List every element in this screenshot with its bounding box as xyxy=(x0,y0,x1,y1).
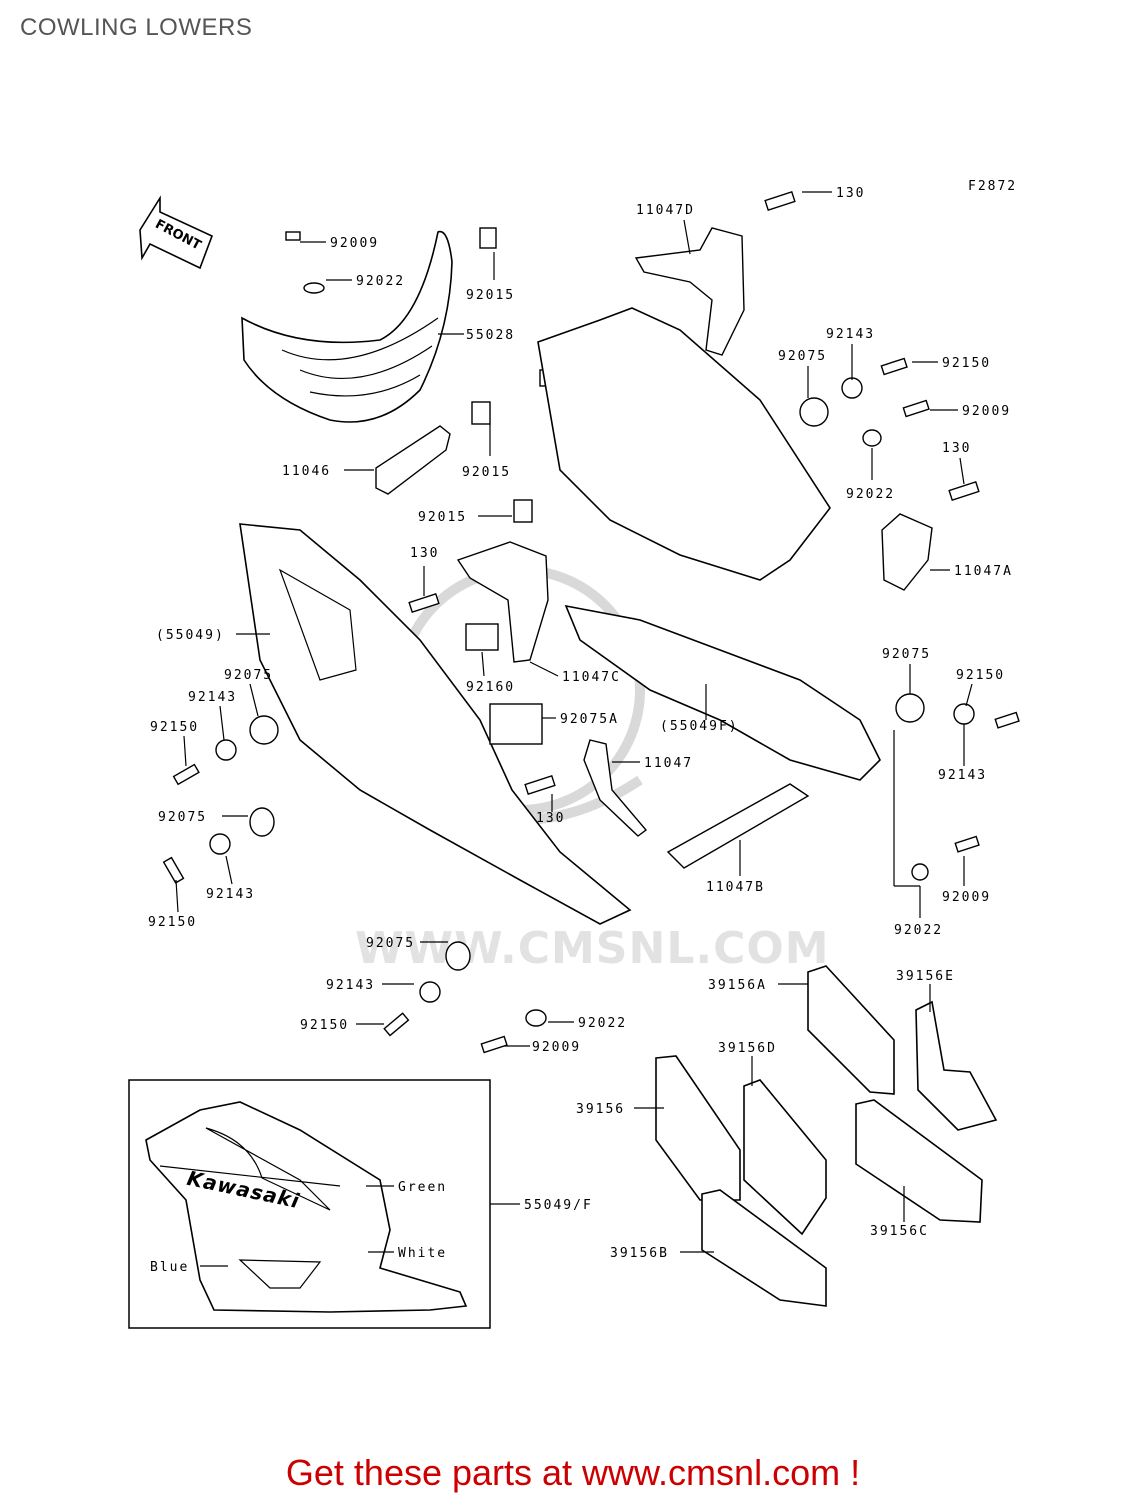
part-39156c-panel xyxy=(855,1099,983,1223)
label-130-top: 130 xyxy=(836,186,865,201)
label-92022-right: 92022 xyxy=(846,487,895,502)
part-39156b-panel xyxy=(701,1189,827,1307)
label-55049-paren: (55049) xyxy=(156,628,225,643)
label-92009-top: 92009 xyxy=(330,236,379,251)
label-55028: 55028 xyxy=(466,328,515,343)
label-55049-f: 55049/F xyxy=(524,1198,593,1213)
label-92015-c: 92015 xyxy=(418,510,467,525)
label-92075-l1: 92075 xyxy=(224,668,273,683)
label-11047d: 11047D xyxy=(636,203,695,218)
label-92015-a: 92015 xyxy=(466,288,515,303)
part-11047-bracket xyxy=(583,739,648,837)
label-39156e: 39156E xyxy=(896,969,955,984)
label-92150-b: 92150 xyxy=(300,1018,349,1033)
label-39156a: 39156A xyxy=(708,978,767,993)
label-39156c: 39156C xyxy=(870,1224,929,1239)
part-92015-clip-b xyxy=(471,401,491,425)
label-92022-r2: 92022 xyxy=(894,923,943,938)
part-11047b-bracket xyxy=(666,783,810,869)
label-92075a: 92075A xyxy=(560,712,619,727)
parts-diagram: WWW.CMSNL.COM F2872 FRONT xyxy=(128,179,1020,1329)
label-92075-tr: 92075 xyxy=(778,349,827,364)
label-11047: 11047 xyxy=(644,756,693,771)
part-11046-bracket xyxy=(375,425,451,495)
label-92160: 92160 xyxy=(466,680,515,695)
label-92150-tr: 92150 xyxy=(942,356,991,371)
label-39156b: 39156B xyxy=(610,1246,669,1261)
label-92143-l2: 92143 xyxy=(206,887,255,902)
part-92015-clip-c xyxy=(513,499,533,523)
part-11047c-bracket xyxy=(456,541,549,663)
inset-fairing xyxy=(145,1101,468,1313)
label-92143-tr: 92143 xyxy=(826,327,875,342)
label-39156: 39156 xyxy=(576,1102,625,1117)
label-92009-b: 92009 xyxy=(532,1040,581,1055)
label-92009-r2: 92009 xyxy=(942,890,991,905)
front-arrow-icon: FRONT xyxy=(139,195,214,270)
label-130-mid: 130 xyxy=(536,811,565,826)
label-92009-tr: 92009 xyxy=(962,404,1011,419)
part-39156d-panel xyxy=(743,1079,827,1236)
part-39156a-panel xyxy=(807,965,895,1095)
label-92022-top: 92022 xyxy=(356,274,405,289)
label-11047c: 11047C xyxy=(562,670,621,685)
label-92143-b: 92143 xyxy=(326,978,375,993)
label-92150-l2: 92150 xyxy=(148,915,197,930)
part-39156-panel xyxy=(655,1055,741,1201)
part-11047d-bracket xyxy=(634,227,745,356)
inset-label-blue: Blue xyxy=(150,1260,189,1275)
label-11047b: 11047B xyxy=(706,880,765,895)
inset-label-green: Green xyxy=(398,1180,447,1195)
label-130-left: 130 xyxy=(410,546,439,561)
part-fairing-upper-right xyxy=(537,307,831,581)
figure-code: F2872 xyxy=(968,179,1017,194)
label-11047a: 11047A xyxy=(954,564,1013,579)
label-92075-l2: 92075 xyxy=(158,810,207,825)
color-inset: Kawasaki Green White Blue xyxy=(128,1079,491,1329)
part-11047a-bracket xyxy=(881,513,933,591)
part-55049f-lower-right xyxy=(564,604,881,781)
leader-lines xyxy=(175,191,973,1253)
promo-link[interactable]: Get these parts at www.cmsnl.com ! xyxy=(285,1452,861,1493)
label-92075-b: 92075 xyxy=(366,936,415,951)
page-title: COWLING LOWERS xyxy=(20,14,253,41)
label-92015-b: 92015 xyxy=(462,465,511,480)
label-92150-r: 92150 xyxy=(956,668,1005,683)
part-39156e-panel xyxy=(915,1000,998,1131)
part-92075a-pad xyxy=(489,703,543,745)
label-39156d: 39156D xyxy=(718,1041,777,1056)
label-92075-r: 92075 xyxy=(882,647,931,662)
label-11046: 11046 xyxy=(282,464,331,479)
part-92160-block xyxy=(465,623,499,651)
label-130-right: 130 xyxy=(942,441,971,456)
watermark-text: WWW.CMSNL.COM xyxy=(355,923,830,974)
part-92015-clip-a xyxy=(479,227,497,249)
part-55028-cover xyxy=(241,230,453,423)
inset-label-white: White xyxy=(398,1246,447,1261)
label-92150-l1: 92150 xyxy=(150,720,199,735)
fasteners xyxy=(162,191,1020,1054)
label-55049f-paren: (55049F) xyxy=(660,719,739,734)
label-92022-b: 92022 xyxy=(578,1016,627,1031)
label-92143-l1: 92143 xyxy=(188,690,237,705)
part-55049-lower-left xyxy=(239,523,632,925)
label-92143-r: 92143 xyxy=(938,768,987,783)
